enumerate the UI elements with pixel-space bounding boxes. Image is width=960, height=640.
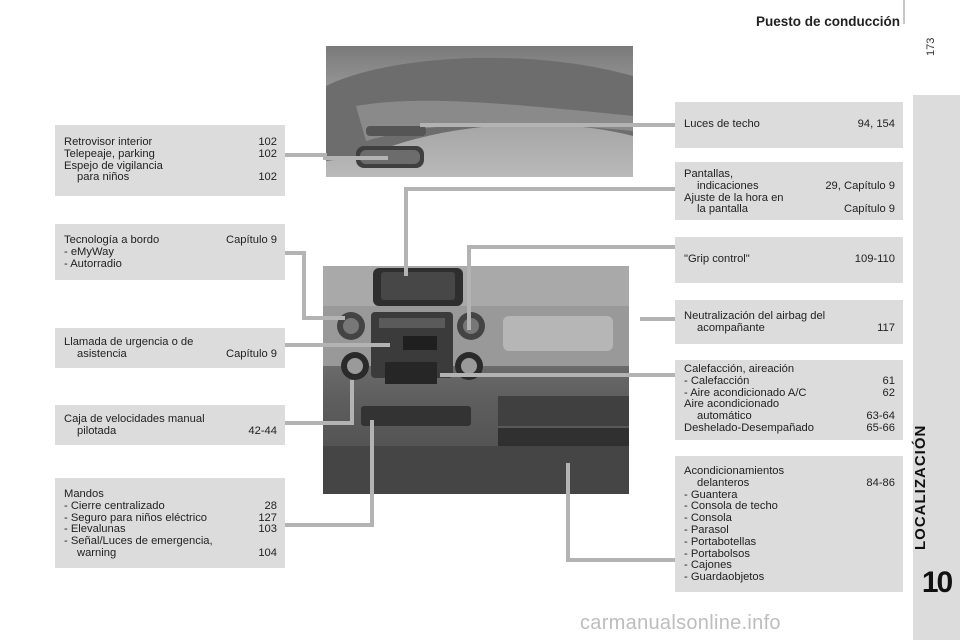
list-item: Espejo de vigilancia xyxy=(64,159,163,172)
list-item: - Señal/Luces de emergencia, xyxy=(64,535,213,548)
list-item: "Grip control"109-110 xyxy=(684,253,895,265)
page-title: Puesto de conducción xyxy=(755,14,900,29)
list-item: Caja de velocidades manual xyxy=(64,413,205,425)
chapter-number: 10 xyxy=(921,566,953,599)
header-divider xyxy=(903,0,905,24)
list-item: - Autorradio xyxy=(64,257,122,270)
list-item: Neutralización del airbag del xyxy=(684,310,826,322)
airbag-box: Neutralización del airbag del acompañant… xyxy=(675,300,903,344)
ceiling-photo xyxy=(326,46,633,177)
list-item: Llamada de urgencia o de xyxy=(64,336,194,348)
list-item: Acondicionamientos xyxy=(684,465,785,477)
list-item: - Consola xyxy=(684,512,732,525)
list-item: - Consola de techo xyxy=(684,500,778,513)
chapter-sidebar xyxy=(913,95,960,640)
list-item: - Cajones xyxy=(684,559,732,572)
list-item: - eMyWay xyxy=(64,245,114,258)
list-item: - Guantera xyxy=(684,488,738,501)
list-item: Pantallas, xyxy=(684,168,734,180)
list-item: - Parasol xyxy=(684,523,729,536)
grip-box: "Grip control"109-110 xyxy=(675,237,903,283)
list-item: Mandos xyxy=(64,488,104,500)
list-item: Ajuste de la hora en xyxy=(684,191,784,204)
list-item: - Portabotellas xyxy=(684,535,757,548)
ceiling-illustration xyxy=(326,57,633,168)
list-item: Calefacción, aireación xyxy=(684,363,795,375)
list-item: - Guardaobjetos xyxy=(684,571,765,584)
dashboard-photo xyxy=(323,266,629,494)
list-item: - Portabolsos xyxy=(684,547,750,560)
list-item: Aire acondicionado xyxy=(684,398,780,411)
watermark: carmanualsonline.info xyxy=(580,612,781,634)
